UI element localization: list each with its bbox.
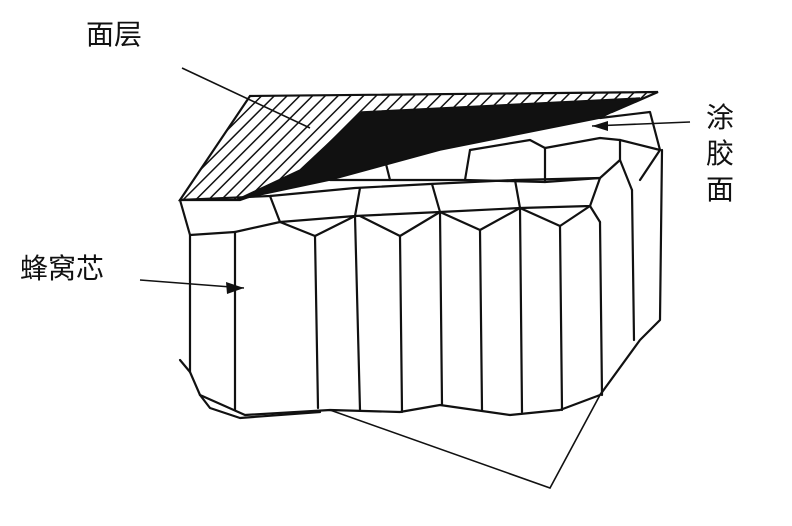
honeycomb-core-label: 蜂窝芯 (20, 252, 105, 285)
face-layer-leader (181, 67, 311, 129)
core-cell-walls (178, 148, 664, 420)
glue-face-black (235, 97, 641, 201)
glue-face-label: 涂胶面 (706, 101, 735, 206)
top-honeycomb-cells (178, 110, 662, 224)
bottom-face-leader (329, 394, 601, 489)
glue-face-leader (591, 121, 691, 127)
leader-lines (139, 67, 691, 489)
glue-face-arrowhead (592, 121, 608, 131)
face-layer-label: 面层 (86, 18, 143, 51)
core-arrowhead (226, 282, 244, 294)
